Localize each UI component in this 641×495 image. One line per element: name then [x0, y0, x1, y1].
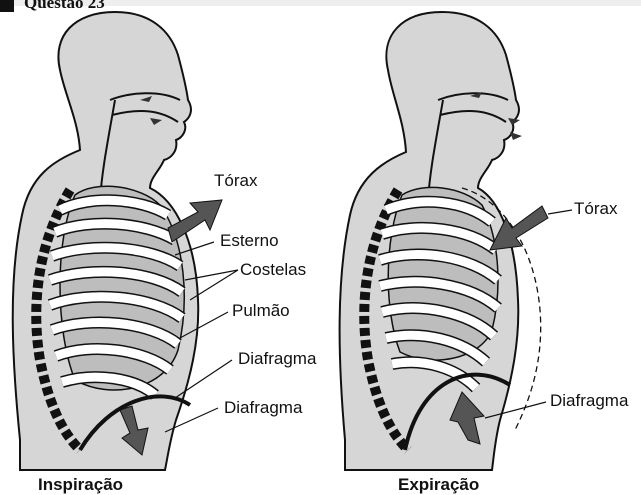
- caption-inspiracao: Inspiração: [38, 475, 123, 494]
- question-title: Questão 23: [24, 0, 105, 12]
- label-pulmao: Pulmão: [232, 301, 290, 320]
- label-diafragma-1: Diafragma: [238, 349, 317, 368]
- label-costelas: Costelas: [240, 260, 306, 279]
- label-diafragma-expiration: Diafragma: [550, 391, 629, 410]
- label-torax-inspiration: Tórax: [214, 171, 258, 190]
- label-torax-expiration: Tórax: [574, 199, 618, 218]
- caption-expiracao: Expiração: [398, 475, 479, 494]
- header-marker: [0, 0, 14, 12]
- expiration-figure: Tórax Diafragma Expiração: [340, 12, 629, 494]
- inspiration-figure: Tórax Esterno Costelas Pulmão Diafragma …: [13, 12, 317, 494]
- leader-torax-expiration: [548, 210, 572, 214]
- label-diafragma-2: Diafragma: [224, 398, 303, 417]
- label-esterno: Esterno: [220, 231, 279, 250]
